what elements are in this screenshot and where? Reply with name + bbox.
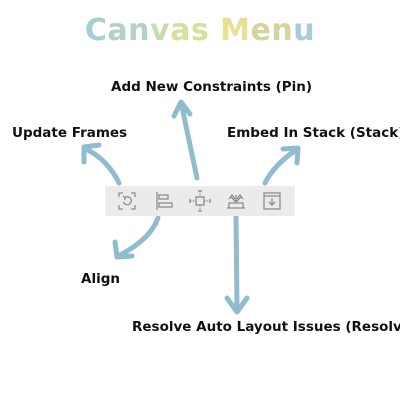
title-letter: C	[84, 13, 108, 48]
title-letter: M	[220, 13, 251, 48]
pin-icon	[189, 190, 211, 212]
align-icon	[156, 192, 173, 210]
title-letter: a	[170, 13, 191, 48]
update-frames-icon	[118, 192, 136, 210]
label-align: Align	[81, 271, 120, 287]
align-button[interactable]	[152, 189, 176, 213]
stack-icon	[263, 192, 281, 210]
title-letter: v	[150, 13, 171, 48]
canvas-toolbar	[105, 186, 295, 216]
pin-button[interactable]	[188, 189, 212, 213]
title-letter: u	[293, 13, 316, 48]
update-frames-button[interactable]	[115, 189, 139, 213]
label-resolve: Resolve Auto Layout Issues (Resolve)	[132, 319, 400, 335]
resolve-icon	[227, 193, 245, 209]
title-letter: a	[107, 13, 129, 48]
arrow-align	[112, 215, 161, 260]
title-letter: n	[271, 13, 294, 48]
diagram-title: Canvas Menu	[0, 12, 400, 50]
resolve-button[interactable]	[224, 189, 248, 213]
title-letter: n	[128, 13, 151, 48]
arrow-update-frames	[81, 142, 122, 186]
label-embed-in-stack: Embed In Stack (Stack)	[227, 125, 400, 141]
arrow-embed-in-stack	[262, 145, 301, 186]
arrow-resolve	[224, 212, 250, 315]
title-letter: s	[190, 13, 210, 48]
label-add-new-constraints: Add New Constraints (Pin)	[111, 79, 313, 95]
arrow-add-new-constraints	[171, 99, 200, 181]
label-update-frames: Update Frames	[12, 125, 128, 141]
title-letter: e	[250, 13, 272, 48]
stack-button[interactable]	[260, 189, 284, 213]
